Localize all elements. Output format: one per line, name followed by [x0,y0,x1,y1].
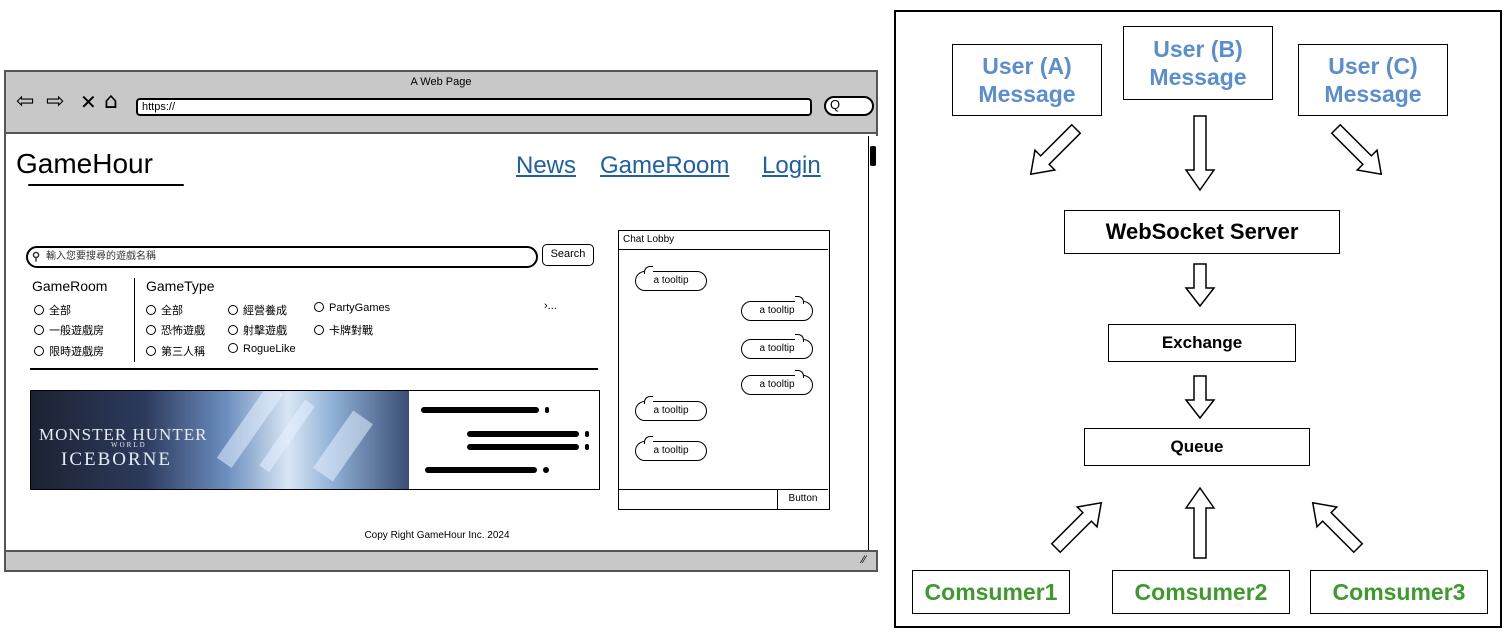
gametype-option[interactable]: 經營養成 [228,302,287,318]
scribble-text [421,407,539,413]
browser-status-bar: ⁄⁄ [6,550,876,570]
arrow-consumer1-to-queue [1050,501,1103,554]
search-icon: Q [830,97,841,112]
chat-lobby-title: Chat Lobby [619,231,828,250]
gametype-option[interactable]: 卡牌對戰 [314,322,373,338]
architecture-diagram: User (A)Message User (B)Message User (C)… [894,10,1502,628]
scrollbar-thumb[interactable] [870,146,876,166]
websocket-server-node: WebSocket Server [1064,210,1340,254]
chat-bubble: a tooltip [635,436,707,461]
url-input[interactable]: https:// [136,98,812,116]
gameroom-option[interactable]: 限時遊戲房 [34,343,104,359]
featured-banner[interactable]: MONSTER HUNTER WORLD ICEBORNE [30,390,600,490]
close-icon[interactable]: ✕ [80,90,97,114]
chat-bubble: a tooltip [635,396,707,421]
resize-grip-icon[interactable]: ⁄⁄ [862,554,866,566]
chat-message-input[interactable] [619,489,777,509]
scribble-text [543,467,549,473]
arrow-user-c-to-server [1330,123,1383,176]
forward-arrow-icon[interactable]: ⇨ [46,89,65,114]
browser-search-field[interactable]: Q [824,96,874,116]
gametype-option[interactable]: RogueLike [228,343,296,355]
arrow-user-b-to-server [1184,115,1216,192]
user-b-message-node: User (B)Message [1123,26,1273,100]
consumer1-node: Comsumer1 [912,570,1070,614]
browser-toolbar: A Web Page ⇦ ⇨ ✕ ⌂ https:// Q [6,72,876,134]
banner-subtitle: WORLD [111,441,147,449]
chat-bubble: a tooltip [741,334,813,359]
consumer3-node: Comsumer3 [1310,570,1488,614]
gameroom-option[interactable]: 全部 [34,302,71,318]
logo-underline [28,184,184,186]
user-a-message-node: User (A)Message [952,44,1102,116]
chat-send-button[interactable]: Button [777,489,828,509]
home-icon[interactable]: ⌂ [104,89,118,114]
queue-node: Queue [1084,428,1310,466]
more-types-link[interactable]: ›... [544,300,557,312]
filter-divider [134,278,135,362]
gametype-option[interactable]: 恐怖遊戲 [146,322,205,338]
gametype-option[interactable]: PartyGames [314,302,390,314]
user-c-message-node: User (C)Message [1298,44,1448,116]
site-logo[interactable]: GameHour [16,148,153,179]
gametype-option[interactable]: 第三人稱 [146,343,205,359]
gametype-option[interactable]: 射擊遊戲 [228,322,287,338]
chat-bubble: a tooltip [635,266,707,291]
nav-link-login[interactable]: Login [762,152,821,179]
back-arrow-icon[interactable]: ⇦ [16,89,35,114]
arrow-user-a-to-server [1029,123,1082,176]
exchange-node: Exchange [1108,324,1296,362]
scribble-text [585,431,589,437]
scribble-text [425,467,537,473]
scribble-text [545,407,549,413]
chat-bubble: a tooltip [741,296,813,321]
footer-copyright: Copy Right GameHour Inc. 2024 [364,530,510,541]
gameroom-filter-title: GameRoom [32,278,108,294]
scribble-text [585,444,589,450]
scribble-text [467,431,579,437]
nav-link-gameroom[interactable]: GameRoom [600,152,730,179]
game-search-input[interactable]: ⚲ 輸入您要搜尋的遊戲名稱 [26,246,538,268]
banner-title: MONSTER HUNTER [39,425,208,444]
browser-wireframe: A Web Page ⇦ ⇨ ✕ ⌂ https:// Q GameHour N… [4,70,878,572]
window-title: A Web Page [410,76,472,88]
chat-lobby-panel: Chat Lobby a tooltip a tooltip a tooltip… [618,230,830,510]
arrow-consumer3-to-queue [1311,501,1364,554]
consumer2-node: Comsumer2 [1112,570,1290,614]
banner-edition: ICEBORNE [61,449,172,470]
gametype-option[interactable]: 全部 [146,302,183,318]
chat-bubble: a tooltip [741,370,813,395]
arrow-consumer2-to-queue [1184,486,1216,559]
search-button[interactable]: Search [542,244,594,266]
scrollbar[interactable] [868,136,878,550]
search-icon: ⚲ [32,251,41,263]
arrow-exchange-to-queue [1184,375,1216,420]
gameroom-option[interactable]: 一般遊戲房 [34,322,104,338]
flow-arrows [1029,115,1383,559]
nav-link-news[interactable]: News [516,152,577,179]
scribble-text [467,444,579,450]
gametype-filter-title: GameType [146,278,215,294]
section-divider [30,368,598,370]
banner-image: MONSTER HUNTER WORLD ICEBORNE [31,391,409,489]
arrow-server-to-exchange [1184,263,1216,308]
